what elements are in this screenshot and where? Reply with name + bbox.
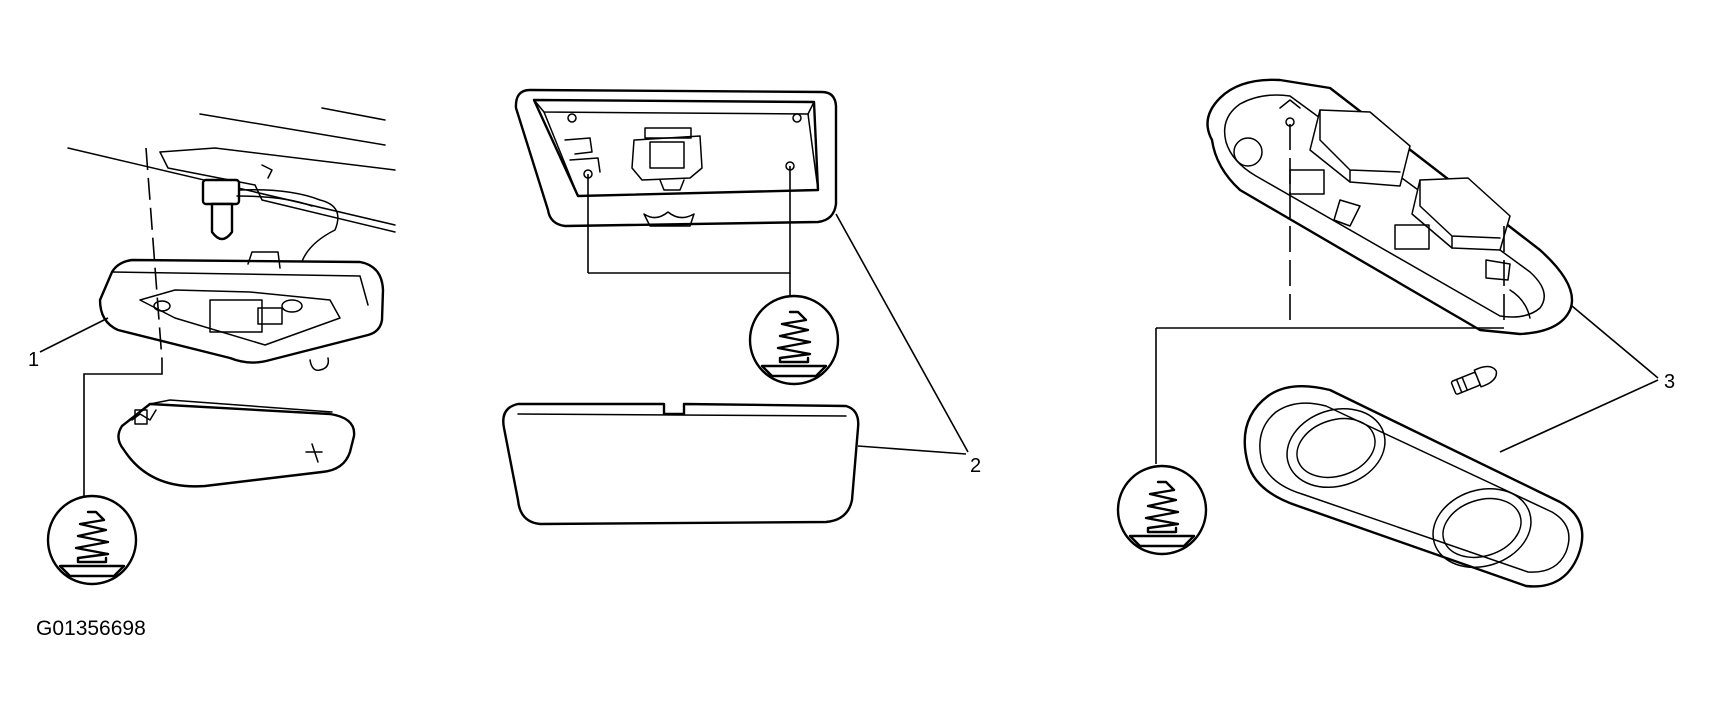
lamp-lens-right [1243, 385, 1584, 588]
figure-id: G01356698 [36, 617, 146, 640]
lamp-housing-right [1206, 78, 1574, 336]
lamp-lens-left [117, 399, 356, 488]
right-lamp-assembly: 3 [1116, 78, 1675, 588]
lamp-lens-middle [502, 402, 860, 526]
push-pin-fastener-icon [1116, 464, 1208, 556]
lamp-housing-left [98, 251, 385, 372]
middle-lamp-assembly: 2 [502, 88, 981, 526]
left-fastener-leader [83, 147, 163, 500]
middle-fastener-leaders [587, 166, 791, 296]
bulb-socket [201, 178, 339, 283]
callout-1: 1 [28, 349, 39, 371]
push-pin-fastener-icon [748, 294, 840, 386]
lamp-housing-middle [514, 88, 838, 228]
push-pin-fastener-icon [46, 494, 138, 586]
bulb-icon [1450, 365, 1498, 395]
callout-2: 2 [970, 455, 981, 477]
callout-3: 3 [1664, 371, 1675, 393]
left-lamp-assembly: 1 [28, 107, 396, 586]
right-fastener-leaders [1155, 327, 1504, 464]
